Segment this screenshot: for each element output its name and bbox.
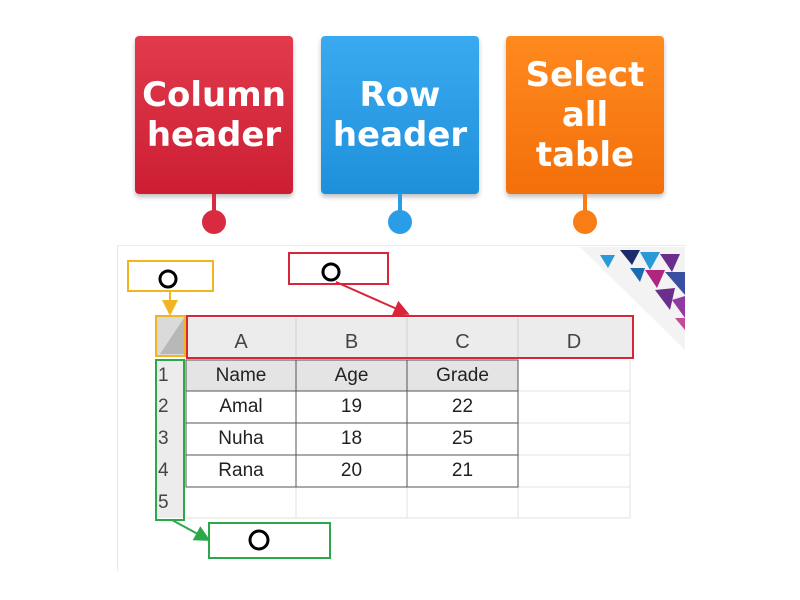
row-header-drop-marker <box>248 529 270 551</box>
column-header-card[interactable]: Column header <box>135 36 293 194</box>
row-header-2[interactable]: 2 <box>158 395 169 417</box>
table-cell-age: 19 <box>340 396 363 417</box>
table-cell-grade: 22 <box>451 396 474 417</box>
column-header-drop-dot <box>202 210 226 234</box>
row-header-5[interactable]: 5 <box>158 491 169 513</box>
row-header-strip <box>156 360 184 518</box>
column-header-c[interactable]: C <box>455 331 470 353</box>
row-header-3[interactable]: 3 <box>158 427 169 449</box>
column-header-drop-marker <box>321 262 341 282</box>
column-header-arrow <box>335 281 410 316</box>
row-header-card-label: Row header <box>332 75 468 155</box>
column-header-stem <box>212 194 216 214</box>
row-header-card[interactable]: Row header <box>321 36 479 194</box>
select-all-card[interactable]: Select all table <box>506 36 664 194</box>
select-all-card-label: Select all table <box>525 55 645 175</box>
select-all-drop-marker <box>158 269 178 289</box>
data-table-borders <box>185 359 519 488</box>
table-header-age: Age <box>334 364 369 386</box>
column-header-a[interactable]: A <box>234 331 248 353</box>
table-header-row <box>186 360 518 391</box>
column-header-highlight <box>186 315 634 359</box>
table-header-grade: Grade <box>436 364 489 386</box>
column-header-d[interactable]: D <box>566 331 582 353</box>
table-header-name: Name <box>215 364 267 386</box>
table-cell-age: 20 <box>340 460 363 481</box>
table-cell-name: Nuha <box>218 428 264 449</box>
row-header-drop-dot <box>388 210 412 234</box>
select-all-highlight <box>155 315 186 357</box>
row-header-stem <box>398 194 402 214</box>
column-header-b[interactable]: B <box>344 331 359 353</box>
row-header-drop-zone <box>208 522 331 559</box>
row-header-highlight <box>155 359 185 521</box>
column-header-strip <box>186 318 633 358</box>
spreadsheet-image <box>117 245 686 571</box>
row-header-arrow <box>171 519 211 541</box>
table-cell-grade: 21 <box>451 460 474 481</box>
select-all-stem <box>583 194 587 214</box>
select-all-drop-dot <box>573 210 597 234</box>
row-header-4[interactable]: 4 <box>158 459 169 481</box>
decorative-corner-pattern <box>580 247 685 350</box>
table-cell-name: Rana <box>218 460 264 481</box>
table-cell-age: 18 <box>340 428 363 449</box>
table-cell-grade: 25 <box>451 428 474 449</box>
column-header-card-label: Column header <box>142 75 286 155</box>
table-cell-name: Amal <box>219 396 263 417</box>
row-header-1[interactable]: 1 <box>158 364 169 386</box>
